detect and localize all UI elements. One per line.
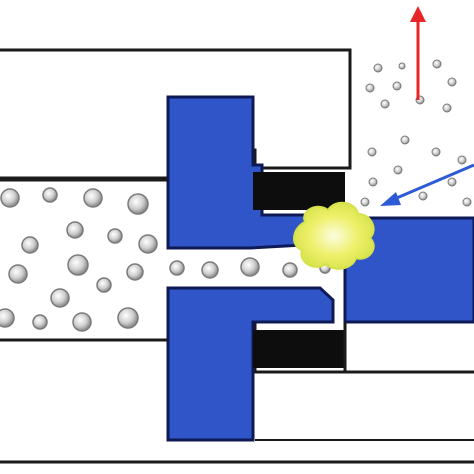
- particle: [393, 165, 403, 175]
- particle: [367, 147, 377, 157]
- particle: [169, 260, 185, 276]
- particle: [447, 77, 457, 87]
- particle: [117, 307, 139, 329]
- particle: [398, 62, 406, 70]
- particle: [201, 261, 219, 279]
- particle: [107, 228, 123, 244]
- particle: [138, 234, 158, 254]
- particle: [21, 236, 39, 254]
- flash-icon: [293, 201, 375, 270]
- particle: [50, 288, 70, 308]
- particle: [67, 254, 89, 276]
- particle: [380, 99, 390, 109]
- upper-insulator: [253, 172, 345, 210]
- particle: [457, 155, 467, 165]
- exhaust-particles: [360, 59, 472, 207]
- particle: [418, 191, 428, 201]
- particle: [431, 147, 441, 157]
- particle: [83, 188, 103, 208]
- particle: [373, 63, 383, 73]
- right-electrode: [343, 216, 474, 324]
- particle: [360, 197, 370, 207]
- particle: [282, 262, 298, 278]
- lower-electrode: [166, 286, 335, 442]
- particle: [240, 257, 260, 277]
- particle: [0, 308, 15, 328]
- channel-particles: [0, 187, 158, 332]
- particle: [96, 277, 112, 293]
- particle: [0, 188, 20, 208]
- particle: [126, 263, 144, 281]
- particle: [432, 59, 442, 69]
- particle: [127, 193, 149, 215]
- particle: [42, 187, 58, 203]
- particle: [32, 314, 48, 330]
- particle: [66, 221, 84, 239]
- diagonal-arrow-icon: [380, 163, 474, 206]
- lower-insulator: [253, 330, 345, 368]
- particle: [368, 177, 378, 187]
- particle: [462, 197, 472, 207]
- particle: [442, 103, 452, 113]
- particle: [72, 312, 92, 332]
- particle: [447, 177, 457, 187]
- particle: [392, 81, 402, 91]
- up-arrow-icon: [410, 6, 426, 100]
- particle: [365, 83, 375, 93]
- particle: [400, 135, 410, 145]
- particle: [8, 264, 28, 284]
